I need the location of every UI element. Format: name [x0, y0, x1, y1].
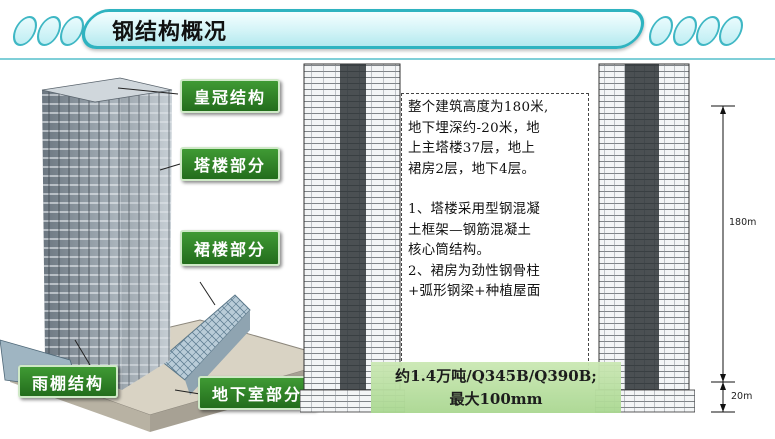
info-line: 土框架—钢筋混凝土	[408, 222, 532, 238]
page-title: 钢结构概况	[112, 20, 228, 45]
info-line: 上主塔楼37层，地上	[408, 141, 536, 156]
info-line: +弧形钢梁+种植屋面	[408, 284, 541, 299]
info-line: 2、裙房为劲性钢骨柱	[408, 263, 541, 279]
info-line: 1、塔楼采用型钢混凝	[408, 202, 541, 217]
tower-elevation-front	[300, 63, 405, 413]
height-dimension-line	[711, 105, 735, 413]
header-ornament-right-1	[645, 16, 677, 46]
steel-stat-band: 约1.4万吨/Q345B/Q390B; 最大100mm	[371, 362, 621, 413]
dimension-label-above: 180m	[729, 217, 757, 228]
stat-tonnage-grade: 约1.4万吨/Q345B/Q390B;	[395, 367, 597, 385]
dimension-label-below: 20m	[731, 391, 753, 402]
info-line: 整个建筑高度为180米,	[408, 100, 549, 115]
info-spacer	[408, 180, 584, 200]
header-ornament-left-1	[9, 16, 41, 46]
stat-max-thickness: 最大100mm	[449, 390, 543, 408]
info-text-box: 整个建筑高度为180米, 地下埋深约-20米，地 上主塔楼37层，地上 裙房2层…	[401, 93, 589, 376]
tower-elevation-side	[595, 63, 695, 413]
label-tower-section: 塔楼部分	[180, 147, 280, 181]
label-crown-structure: 皇冠结构	[180, 79, 280, 113]
info-line: 核心筒结构。	[408, 243, 491, 258]
info-line: 裙房2层，地下4层。	[408, 161, 536, 177]
label-basement-section: 地下室部分	[198, 376, 316, 410]
header-divider	[0, 58, 775, 60]
label-podium-section: 裙楼部分	[180, 230, 280, 266]
label-canopy-structure: 雨棚结构	[18, 365, 118, 398]
header-banner: 钢结构概况	[0, 0, 775, 60]
content-area: 皇冠结构 塔楼部分 裙楼部分 雨棚结构 地下室部分	[0, 60, 775, 439]
info-line: 地下埋深约-20米，地	[408, 120, 540, 136]
